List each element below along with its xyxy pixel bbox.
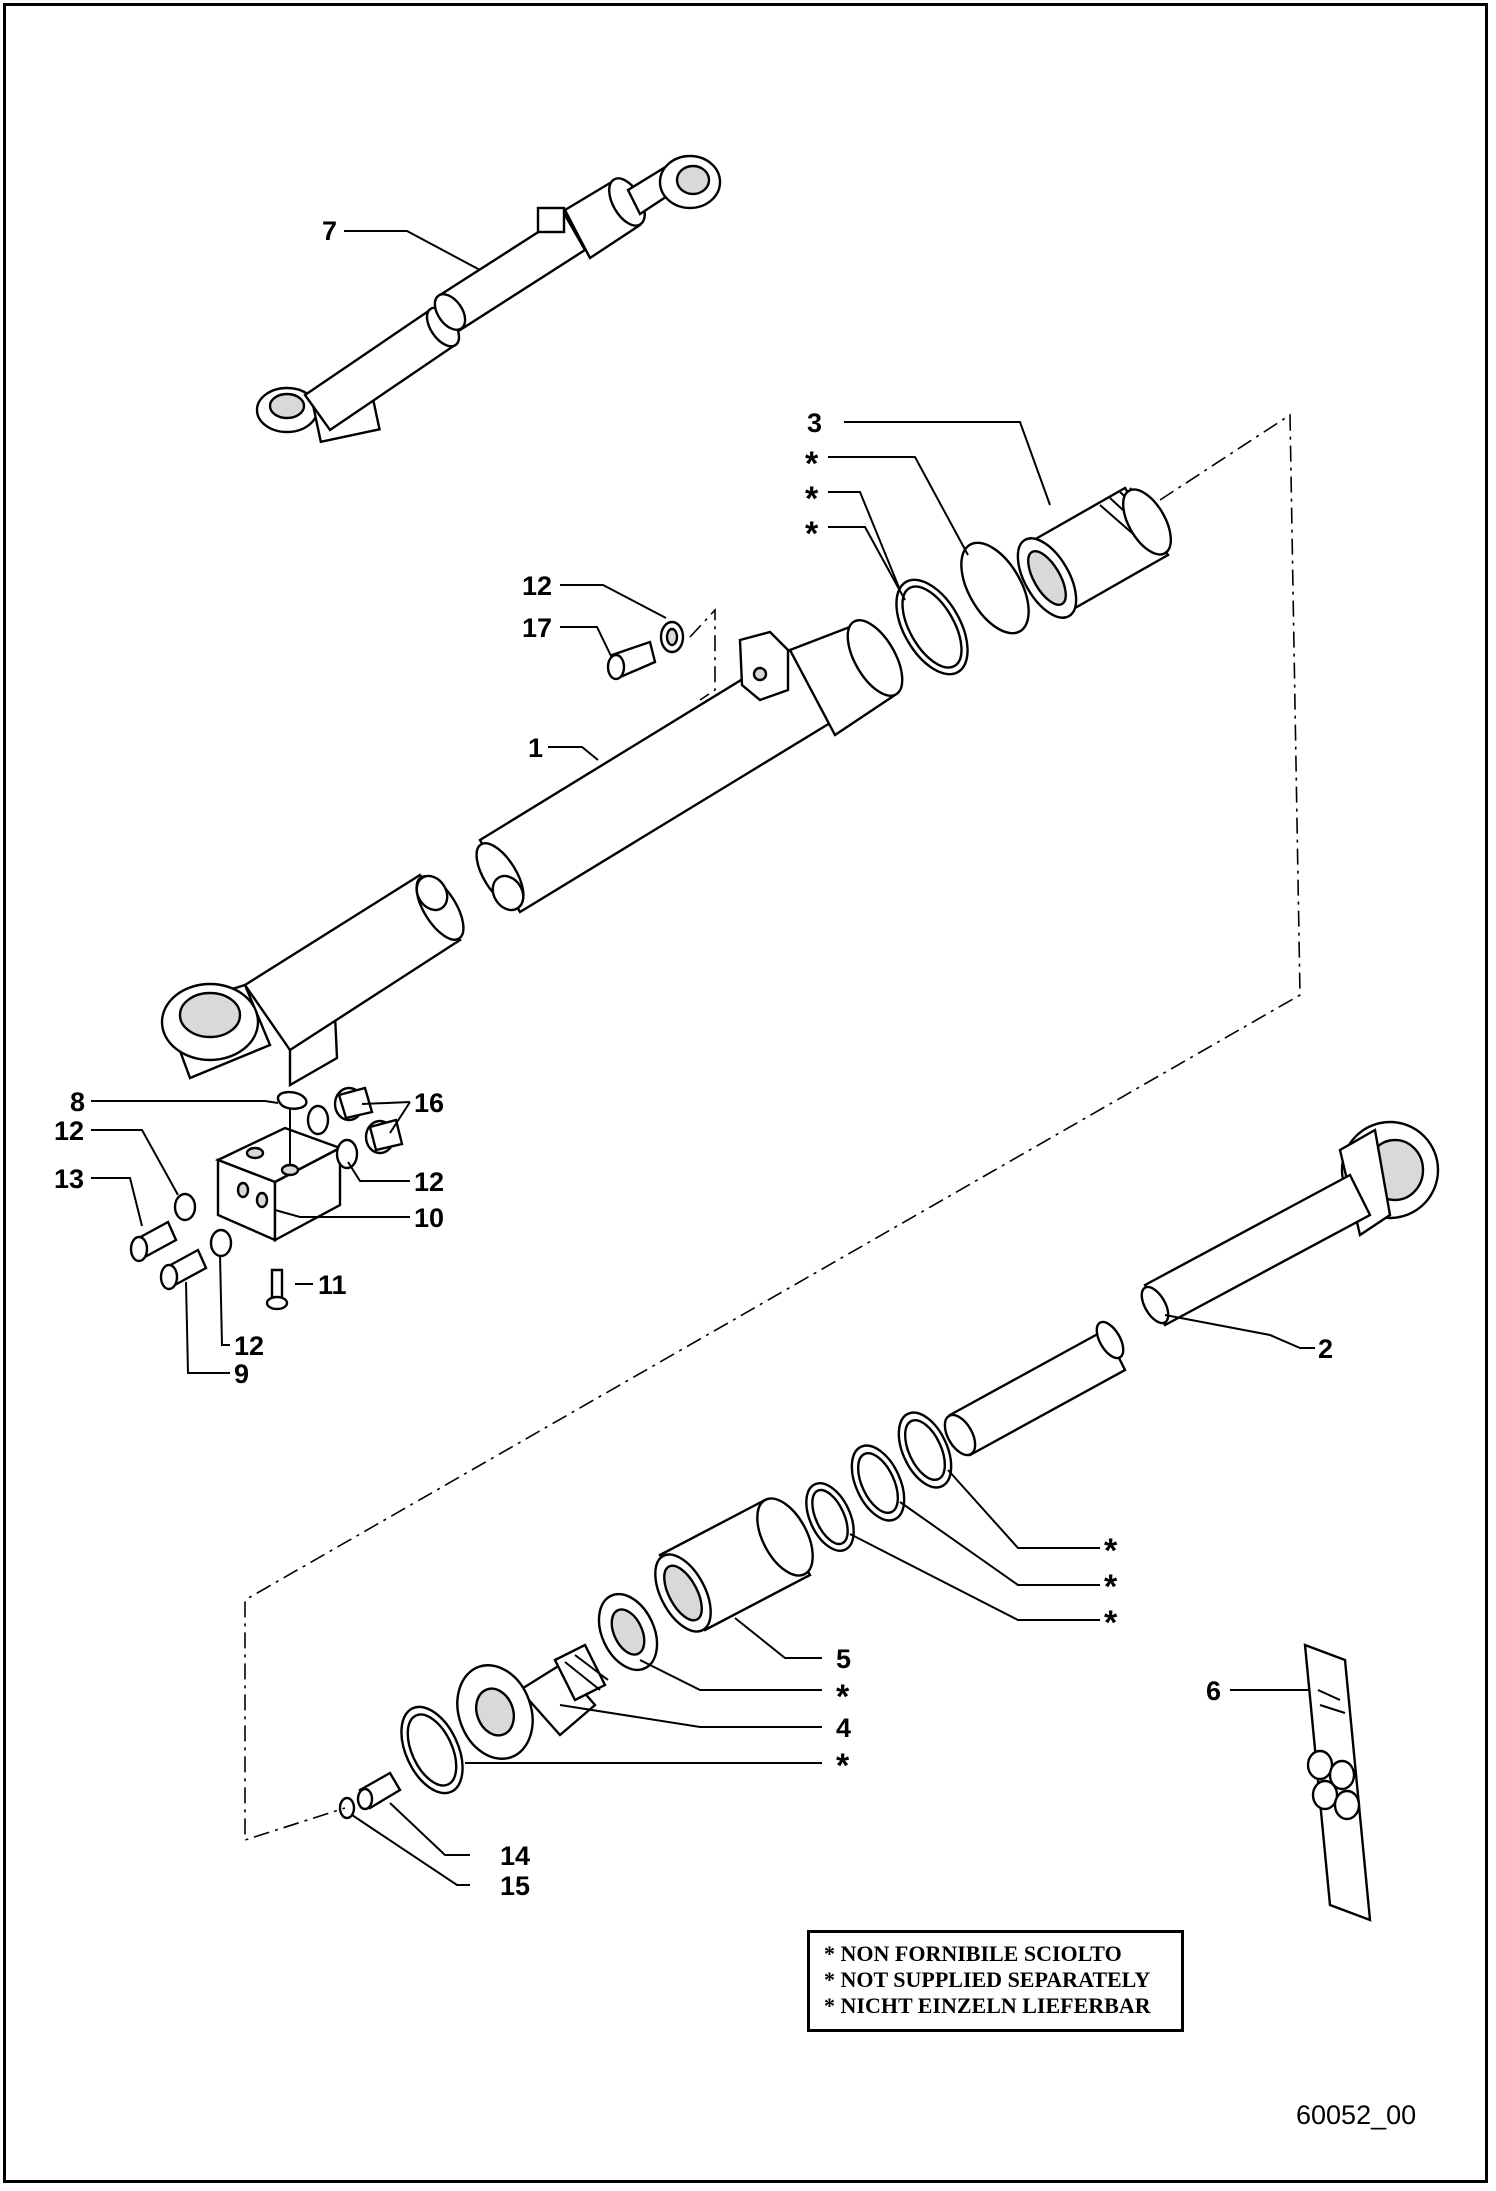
part-3-cylinder-head <box>1016 486 1173 619</box>
part-4-piston <box>456 1592 659 1760</box>
callout-13: 13 <box>54 1164 84 1194</box>
callout-star: * <box>1104 1532 1118 1570</box>
legend-note-box: * NON FORNIBILE SCIOLTO * NOT SUPPLIED S… <box>807 1930 1184 2032</box>
callout-star: * <box>836 1678 850 1716</box>
callout-12: 12 <box>522 571 552 601</box>
part-17-fitting <box>606 620 685 681</box>
piston-seal-ring <box>400 1705 464 1795</box>
callout-9: 9 <box>234 1359 249 1389</box>
drawing-frame <box>3 3 1488 2183</box>
seal-rings-lower <box>805 1411 953 1552</box>
legend-line-italian: * NON FORNIBILE SCIOLTO <box>824 1941 1122 1966</box>
seal-rings-upper <box>895 541 1030 676</box>
part-6-seal-kit <box>1303 1643 1372 1922</box>
callout-12: 12 <box>414 1167 444 1197</box>
callout-3: 3 <box>807 408 822 438</box>
part-11-screw <box>265 1268 289 1311</box>
part-2-piston-rod <box>943 1120 1440 1457</box>
part-10-valve-block <box>214 1100 343 1243</box>
part-12-washers <box>173 1104 359 1258</box>
callout-11: 11 <box>318 1270 347 1300</box>
legend-line-german: * NICHT EINZELN LIEFERBAR <box>824 1993 1151 2018</box>
part-9-fitting <box>159 1248 208 1291</box>
part-16-plugs <box>333 1086 404 1155</box>
callout-14: 14 <box>500 1841 530 1871</box>
callout-12: 12 <box>234 1331 264 1361</box>
callout-15: 15 <box>500 1871 530 1901</box>
callout-17: 17 <box>522 613 552 643</box>
callout-star: * <box>1104 1568 1118 1606</box>
callout-12: 12 <box>54 1116 84 1146</box>
callout-4: 4 <box>836 1713 851 1743</box>
callout-star: * <box>805 515 819 553</box>
assembly-line-port <box>689 607 716 701</box>
callout-star: * <box>1104 1604 1118 1642</box>
callout-star: * <box>805 445 819 483</box>
part-7-cylinder-assembly <box>255 154 722 444</box>
legend-line-english: * NOT SUPPLIED SEPARATELY <box>824 1967 1151 1992</box>
part-14-pin <box>356 1771 402 1811</box>
assembly-line-upper <box>244 413 1301 1842</box>
part-15-ring <box>338 1796 356 1820</box>
callout-5: 5 <box>836 1644 851 1674</box>
callout-10: 10 <box>414 1203 444 1233</box>
leader-lines <box>91 230 1315 1886</box>
callout-star: * <box>836 1747 850 1785</box>
callout-star: * <box>805 480 819 518</box>
callout-7: 7 <box>322 216 337 246</box>
part-1-cylinder-barrel <box>160 619 904 1088</box>
part-5-bushing <box>654 1497 814 1633</box>
callout-16: 16 <box>414 1088 444 1118</box>
callout-1: 1 <box>528 733 543 763</box>
callout-2: 2 <box>1318 1334 1333 1364</box>
part-13-fitting <box>129 1220 178 1263</box>
callout-labels: 7 3 * * * 12 17 1 8 12 13 16 12 10 11 12… <box>54 216 1333 1901</box>
callout-8: 8 <box>70 1087 85 1117</box>
part-8-circlip <box>276 1090 308 1110</box>
callout-6: 6 <box>1206 1676 1221 1706</box>
drawing-number: 60052_00 <box>1296 2100 1417 2130</box>
